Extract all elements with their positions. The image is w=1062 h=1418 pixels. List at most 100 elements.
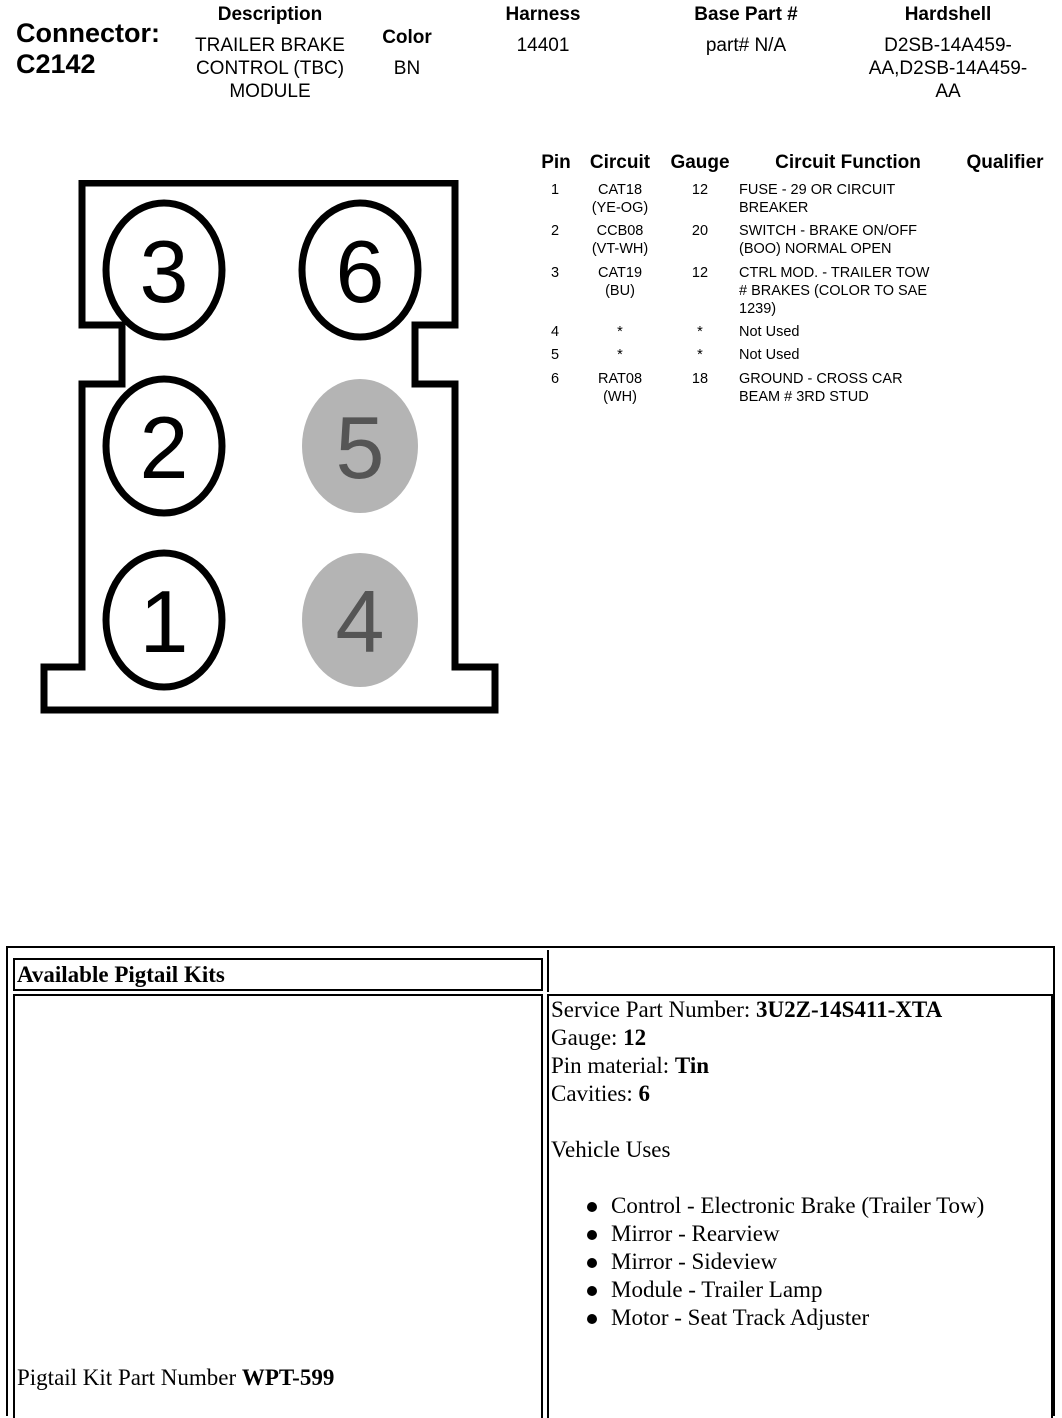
function-line: 1239): [739, 301, 777, 317]
connector-title: Connector: C2142: [16, 18, 160, 80]
circuit-code: CCB08: [596, 223, 644, 239]
service-part-number: Service Part Number: 3U2Z-14S411-XTA: [551, 996, 942, 1024]
pin-cavity-outline: [302, 379, 418, 513]
bullet-icon: [587, 1202, 597, 1212]
hardshell-line: AA,D2SB-14A459-: [868, 58, 1028, 79]
pin-number-cell: 6: [550, 371, 560, 387]
kit-part-label: Pigtail Kit Part Number: [17, 1365, 242, 1390]
service-part-label: Service Part Number:: [551, 997, 757, 1022]
pigtail-kits-heading: Available Pigtail Kits: [13, 958, 543, 991]
hardshell-line: AA: [935, 81, 961, 102]
function-line: CTRL MOD. - TRAILER TOW: [739, 265, 930, 281]
circuit-cell: *: [617, 324, 623, 340]
circuit-function-cell: CTRL MOD. - TRAILER TOW # BRAKES (COLOR …: [739, 264, 969, 318]
pin-cavity-outline: [102, 549, 226, 691]
function-line: # BRAKES (COLOR TO SAE: [739, 283, 928, 299]
function-line: (BOO) NORMAL OPEN: [739, 241, 892, 257]
pin-number-label: 5: [336, 398, 385, 497]
vehicle-use-text: Motor - Seat Track Adjuster: [611, 1305, 870, 1330]
pigtail-kit-details-cell: Service Part Number: 3U2Z-14S411-XTA Gau…: [547, 994, 1053, 1418]
circuit-code: CAT18: [597, 182, 643, 198]
pin-number-cell: 4: [550, 324, 560, 340]
pigtail-right-header-cell: [547, 950, 1053, 992]
circuit-cell: CAT19 (BU): [580, 264, 660, 300]
circuit-color: (VT-WH): [591, 241, 649, 257]
pin-cavity-1: 1: [102, 549, 226, 691]
pin-number-label: 6: [336, 222, 385, 321]
bullet-icon: [587, 1230, 597, 1240]
pin-cavity-2: 2: [102, 375, 226, 517]
pin-number-cell: 1: [550, 182, 560, 198]
pin-cavities: 3 6 2 5 1 4: [102, 199, 422, 691]
circuit-code: CAT19: [597, 265, 643, 281]
pin-cavity-outline: [298, 199, 422, 341]
circuit-color: (YE-OG): [591, 200, 649, 216]
qualifier-column-heading: Qualifier: [966, 152, 1044, 173]
vehicle-use-item: Mirror - Rearview: [549, 1220, 984, 1248]
function-line: BREAKER: [739, 200, 809, 216]
connector-face-diagram: 3 6 2 5 1 4: [40, 180, 499, 714]
pin-number-cell: 5: [550, 347, 560, 363]
vehicle-use-text: Module - Trailer Lamp: [611, 1277, 823, 1302]
pin-number-cell: 3: [550, 265, 560, 281]
description-line: TRAILER BRAKE: [195, 35, 345, 56]
function-line: SWITCH - BRAKE ON/OFF: [739, 223, 918, 239]
vehicle-use-text: Control - Electronic Brake (Trailer Tow): [611, 1193, 985, 1218]
circuit-cell: RAT08 (WH): [580, 370, 660, 406]
pin-number-label: 3: [140, 222, 189, 321]
gauge-cell: *: [697, 324, 703, 340]
description-value: TRAILER BRAKE CONTROL (TBC) MODULE: [160, 34, 380, 103]
circuit-code: RAT08: [597, 371, 643, 387]
base-part-heading: Base Part #: [694, 4, 798, 25]
gauge-label: Gauge:: [551, 1025, 624, 1050]
vehicle-use-text: Mirror - Rearview: [611, 1221, 780, 1246]
kit-part-value: WPT-599: [241, 1365, 335, 1390]
pin-cavity-6: 6: [298, 199, 422, 341]
pin-number-label: 4: [336, 572, 385, 671]
circuit-cell: *: [617, 347, 623, 363]
function-line: BEAM # 3RD STUD: [739, 389, 869, 405]
circuit-color: (BU): [605, 283, 635, 299]
hardshell-heading: Hardshell: [904, 4, 992, 25]
pin-cavity-5: 5: [302, 379, 418, 513]
vehicle-use-item: Module - Trailer Lamp: [549, 1276, 984, 1304]
vehicle-use-item: Motor - Seat Track Adjuster: [549, 1304, 984, 1332]
hardshell-line: D2SB-14A459-: [884, 35, 1012, 56]
cavities-label: Cavities:: [551, 1081, 639, 1106]
description-line: MODULE: [229, 81, 311, 102]
vehicle-uses-list: Control - Electronic Brake (Trailer Tow)…: [549, 1192, 984, 1332]
pin-cavity-outline: [102, 199, 226, 341]
bullet-icon: [587, 1314, 597, 1324]
gauge-cell: 20: [691, 223, 709, 239]
gauge-cell: 12: [691, 265, 709, 281]
vehicle-use-text: Mirror - Sideview: [611, 1249, 778, 1274]
harness-heading: Harness: [505, 4, 581, 25]
circuit-color: (WH): [603, 389, 637, 405]
circuit-cell: CAT18 (YE-OG): [580, 181, 660, 217]
circuit-function-cell: GROUND - CROSS CAR BEAM # 3RD STUD: [739, 370, 969, 406]
pin-cavity-outline: [102, 375, 226, 517]
pin-cavity-4: 4: [302, 553, 418, 687]
connector-id: C2142: [16, 49, 96, 79]
description-heading: Description: [217, 4, 323, 25]
color-heading: Color: [382, 27, 432, 48]
pin-number-label: 1: [140, 572, 189, 671]
pigtail-kit-part-number: Pigtail Kit Part Number WPT-599: [17, 1364, 334, 1392]
circuit-function-cell: Not Used: [739, 347, 800, 363]
circuit-function-column-heading: Circuit Function: [775, 152, 921, 173]
pin-number-label: 2: [140, 398, 189, 497]
color-value: BN: [393, 58, 421, 79]
circuit-function-cell: Not Used: [739, 324, 800, 340]
bullet-icon: [587, 1258, 597, 1268]
pin-material-label: Pin material:: [551, 1053, 675, 1078]
cavities: Cavities: 6: [551, 1080, 650, 1108]
pin-cavity-3: 3: [102, 199, 226, 341]
service-part-value: 3U2Z-14S411-XTA: [756, 997, 943, 1022]
function-line: FUSE - 29 OR CIRCUIT: [739, 182, 896, 198]
kit-gauge: Gauge: 12: [551, 1024, 646, 1052]
harness-value: 14401: [516, 35, 570, 56]
pin-column-heading: Pin: [541, 152, 571, 173]
vehicle-use-item: Control - Electronic Brake (Trailer Tow): [549, 1192, 984, 1220]
pin-number-cell: 2: [550, 223, 560, 239]
connector-label: Connector:: [16, 18, 160, 48]
